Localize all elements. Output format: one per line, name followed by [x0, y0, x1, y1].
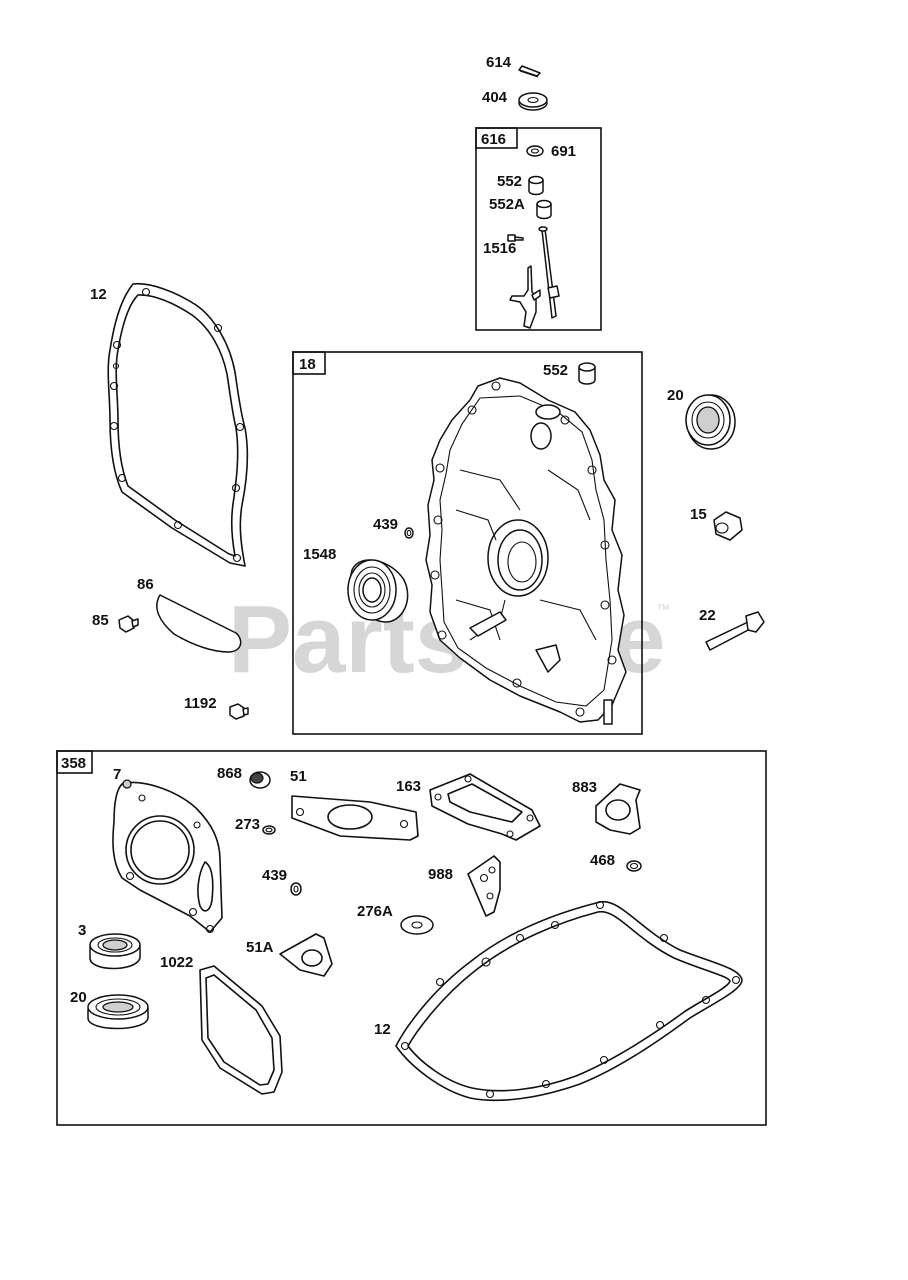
callout-12-top[interactable]: 12 [90, 286, 107, 303]
part-439-oring-bottom[interactable] [290, 882, 302, 896]
part-7-head-gasket[interactable] [112, 779, 223, 934]
part-20-seal-top[interactable] [685, 394, 736, 450]
callout-3[interactable]: 3 [78, 922, 86, 939]
part-163-gasket[interactable] [429, 773, 541, 841]
part-51-gasket[interactable] [291, 795, 419, 841]
callout-614[interactable]: 614 [486, 54, 512, 71]
callout-988[interactable]: 988 [428, 866, 453, 883]
part-86-plate[interactable] [156, 594, 242, 653]
part-404-washer[interactable] [518, 92, 548, 111]
callout-15[interactable]: 15 [690, 506, 707, 523]
callout-1548[interactable]: 1548 [303, 546, 336, 563]
part-51A-gasket[interactable] [279, 933, 333, 977]
callout-22[interactable]: 22 [699, 607, 716, 624]
callout-85[interactable]: 85 [92, 612, 109, 629]
callout-1192[interactable]: 1192 [184, 695, 217, 712]
part-12-gasket-bottom[interactable] [395, 900, 743, 1102]
callout-276A[interactable]: 276A [357, 903, 393, 920]
part-1192-screw[interactable] [229, 703, 249, 720]
part-614-pin[interactable] [518, 65, 541, 78]
part-868-seal[interactable] [249, 771, 271, 789]
part-439-oring-top[interactable] [404, 527, 414, 539]
callout-1022[interactable]: 1022 [160, 954, 193, 971]
callout-439-bottom[interactable]: 439 [262, 867, 287, 884]
part-552-bushing-a[interactable] [528, 175, 544, 196]
part-1548-bearing[interactable] [347, 559, 409, 623]
group-18-box: 18 [292, 351, 643, 735]
part-15-nut[interactable] [713, 511, 743, 541]
callout-468[interactable]: 468 [590, 852, 615, 869]
part-22-bolt[interactable] [705, 611, 765, 651]
part-1516-screw[interactable] [507, 234, 524, 242]
group-358-label: 358 [61, 755, 86, 772]
callout-7[interactable]: 7 [113, 766, 121, 783]
part-governor-lever[interactable] [509, 265, 541, 329]
watermark-trademark: ™ [656, 601, 670, 617]
callout-20-bottom[interactable]: 20 [70, 989, 87, 1006]
callout-163[interactable]: 163 [396, 778, 421, 795]
part-1022-gasket[interactable] [199, 965, 283, 1095]
part-3-seal[interactable] [89, 933, 141, 970]
part-468-oring[interactable] [626, 860, 642, 872]
part-85-screw[interactable] [118, 615, 139, 633]
part-273-oring[interactable] [262, 825, 276, 835]
part-552A-bushing[interactable] [536, 199, 552, 220]
part-governor-shaft[interactable] [538, 226, 560, 319]
callout-1516[interactable]: 1516 [483, 240, 516, 257]
callout-20-top[interactable]: 20 [667, 387, 684, 404]
group-18-label: 18 [299, 356, 316, 373]
callout-883[interactable]: 883 [572, 779, 597, 796]
group-616-label: 616 [481, 131, 506, 148]
group-358-box: 358 [56, 750, 767, 1126]
callout-51A[interactable]: 51A [246, 939, 274, 956]
callout-691[interactable]: 691 [551, 143, 576, 160]
part-12-gasket-top[interactable] [107, 282, 249, 567]
callout-404[interactable]: 404 [482, 89, 508, 106]
part-276A-washer[interactable] [400, 915, 434, 935]
group-616-box: 616 [475, 127, 602, 331]
part-20-seal-bottom[interactable] [87, 994, 149, 1030]
part-883-gasket[interactable] [595, 783, 641, 835]
callout-86[interactable]: 86 [137, 576, 154, 593]
callout-439-top[interactable]: 439 [373, 516, 398, 533]
part-988-gasket[interactable] [467, 855, 501, 917]
callout-552-b[interactable]: 552 [543, 362, 568, 379]
callout-12-bottom[interactable]: 12 [374, 1021, 391, 1038]
callout-868[interactable]: 868 [217, 765, 242, 782]
callout-552A[interactable]: 552A [489, 196, 525, 213]
part-18-crankcase-cover[interactable] [425, 377, 627, 725]
part-691-ring[interactable] [526, 145, 544, 157]
callout-273[interactable]: 273 [235, 816, 260, 833]
part-552-bushing-b[interactable] [578, 362, 596, 385]
callout-51[interactable]: 51 [290, 768, 307, 785]
callout-552-a[interactable]: 552 [497, 173, 522, 190]
